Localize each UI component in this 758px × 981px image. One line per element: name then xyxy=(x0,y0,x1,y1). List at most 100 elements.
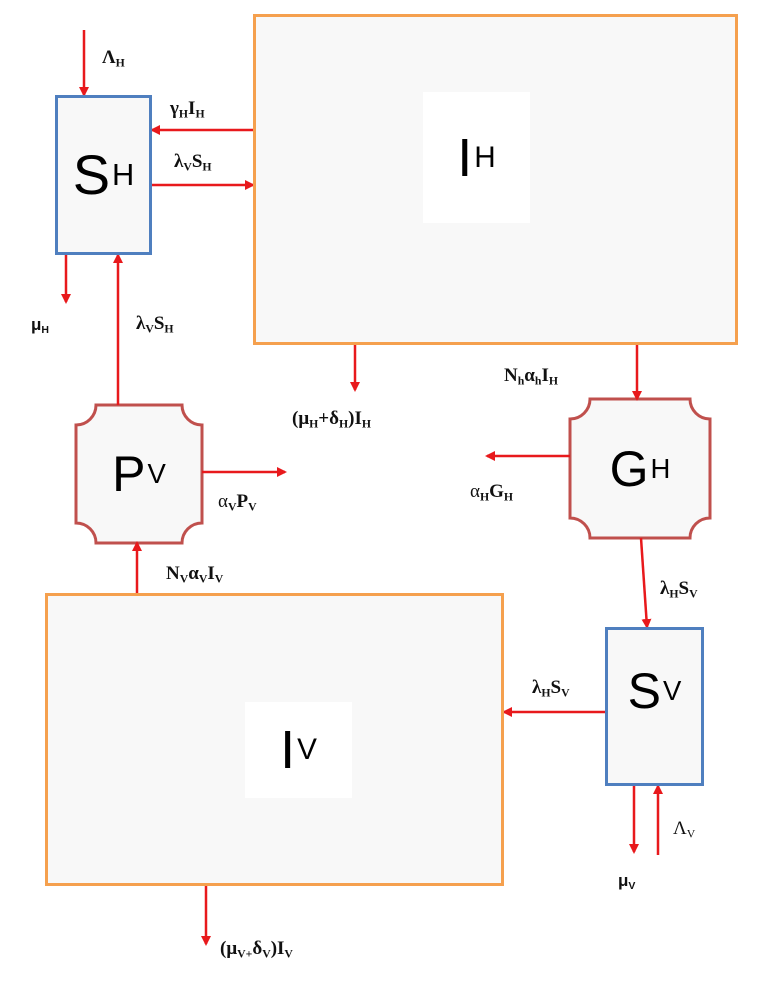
rate-part: +δ xyxy=(318,408,339,429)
rate-sub: h xyxy=(534,374,542,388)
rate-part: ) xyxy=(270,938,278,959)
p-v-symbol: P xyxy=(112,446,146,502)
g-h-symbol: G xyxy=(609,440,649,497)
rate-sub: V xyxy=(628,880,636,893)
rate-sub: H xyxy=(309,417,319,431)
rate-alpha-v-p-v: αVPV xyxy=(212,488,263,518)
rate-sub: H xyxy=(548,374,558,388)
rate-sub: V xyxy=(145,322,154,336)
s-h-symbol: S xyxy=(72,143,111,206)
rate-part: I xyxy=(188,98,196,119)
rate-part: α xyxy=(218,491,228,512)
rate-sub: H xyxy=(541,686,551,700)
rate-main: μ xyxy=(618,871,629,890)
rate-part: S xyxy=(153,313,165,334)
rate-part: α xyxy=(188,563,199,584)
rate-part: μ xyxy=(226,938,238,959)
p-v-subscript: V xyxy=(147,458,166,490)
rate-part: α xyxy=(524,365,535,386)
rate-part: S xyxy=(678,578,690,599)
rate-lambda-v-s-h-infection: λVSH xyxy=(168,148,218,178)
rate-sub: V xyxy=(179,572,189,586)
rate-lambda-h-s-v-infection: λHSV xyxy=(526,674,576,704)
rate-part: I xyxy=(354,408,362,429)
g-h-subscript: H xyxy=(650,452,671,484)
rate-part: N xyxy=(504,365,518,386)
rate-part: ( xyxy=(220,938,227,959)
g-h-compartment-shape xyxy=(568,397,712,540)
rate-part: μ xyxy=(298,408,310,429)
rate-sub: V xyxy=(183,160,192,174)
rate-part: ) xyxy=(348,408,355,429)
rate-gamma-h-i-h: γHIH xyxy=(164,95,211,125)
rate-part: ( xyxy=(292,408,299,429)
rate-sub: H xyxy=(115,56,125,70)
rate-part: P xyxy=(236,491,249,512)
rate-sub: H xyxy=(41,324,50,337)
rate-main: Λ xyxy=(673,818,687,839)
s-v-subscript: V xyxy=(663,675,682,707)
p-v-compartment-shape xyxy=(74,403,204,545)
rate-sub: V xyxy=(262,947,271,961)
rate-sub: H xyxy=(178,107,189,121)
rate-part: δ xyxy=(252,938,263,959)
rate-alpha-h-g-h: αHGH xyxy=(464,478,520,508)
rate-part: γ xyxy=(170,98,179,119)
rate-part: λ xyxy=(660,578,670,599)
rate-sub: V xyxy=(198,572,208,586)
rate-mu-h: μH xyxy=(25,312,56,340)
rate-lambda-v-recruitment: ΛV xyxy=(667,815,702,845)
rate-sub: H xyxy=(195,107,205,121)
i-v-symbol: I xyxy=(280,720,296,780)
rate-sub: H xyxy=(361,417,372,431)
rate-sub: H xyxy=(503,490,514,504)
rate-sub: h xyxy=(517,374,525,388)
rate-sub: V xyxy=(561,686,570,700)
rate-mu-v: μV xyxy=(612,868,642,896)
rate-n-h-alpha-h-i-h: NhαhIH xyxy=(498,362,564,392)
rate-n-v-alpha-v-i-v: NVαVIV xyxy=(160,560,230,590)
i-v-subscript: V xyxy=(297,733,317,767)
rate-sub: V xyxy=(284,947,293,961)
rate-death-i-v: (μV+δV)IV xyxy=(214,935,299,965)
rate-main: Λ xyxy=(102,47,116,68)
rate-sub: V xyxy=(227,500,237,514)
rate-part: I xyxy=(541,365,549,386)
rate-sub: H xyxy=(479,490,490,504)
rate-sub: V xyxy=(686,827,696,841)
rate-main: μ xyxy=(31,315,42,334)
i-h-subscript: H xyxy=(474,140,496,174)
s-v-symbol: S xyxy=(627,663,661,720)
rate-sub: H xyxy=(164,322,174,336)
rate-lambda-v-s-h-pathogen: λVSH xyxy=(130,310,180,340)
flow-arrow-gh-to-sv xyxy=(639,537,652,629)
rate-part: λ xyxy=(532,677,542,698)
rate-sub: H xyxy=(338,417,349,431)
rate-part: G xyxy=(489,481,504,502)
rate-part: I xyxy=(207,563,215,584)
rate-part: λ xyxy=(174,151,184,172)
s-h-subscript: H xyxy=(112,156,135,192)
rate-lambda-h-recruitment: ΛH xyxy=(96,44,131,74)
rate-sub: V xyxy=(689,587,698,601)
rate-sub: V xyxy=(214,572,224,586)
rate-part: S xyxy=(550,677,562,698)
i-h-symbol: I xyxy=(457,127,473,188)
rate-lambda-h-s-v-pathogen: λHSV xyxy=(654,575,704,605)
rate-death-i-h: (μH+δH)IH xyxy=(286,405,378,435)
rate-sub: H xyxy=(669,587,679,601)
rate-part: λ xyxy=(136,313,146,334)
rate-part: I xyxy=(277,938,285,959)
rate-sub: H xyxy=(202,160,212,174)
